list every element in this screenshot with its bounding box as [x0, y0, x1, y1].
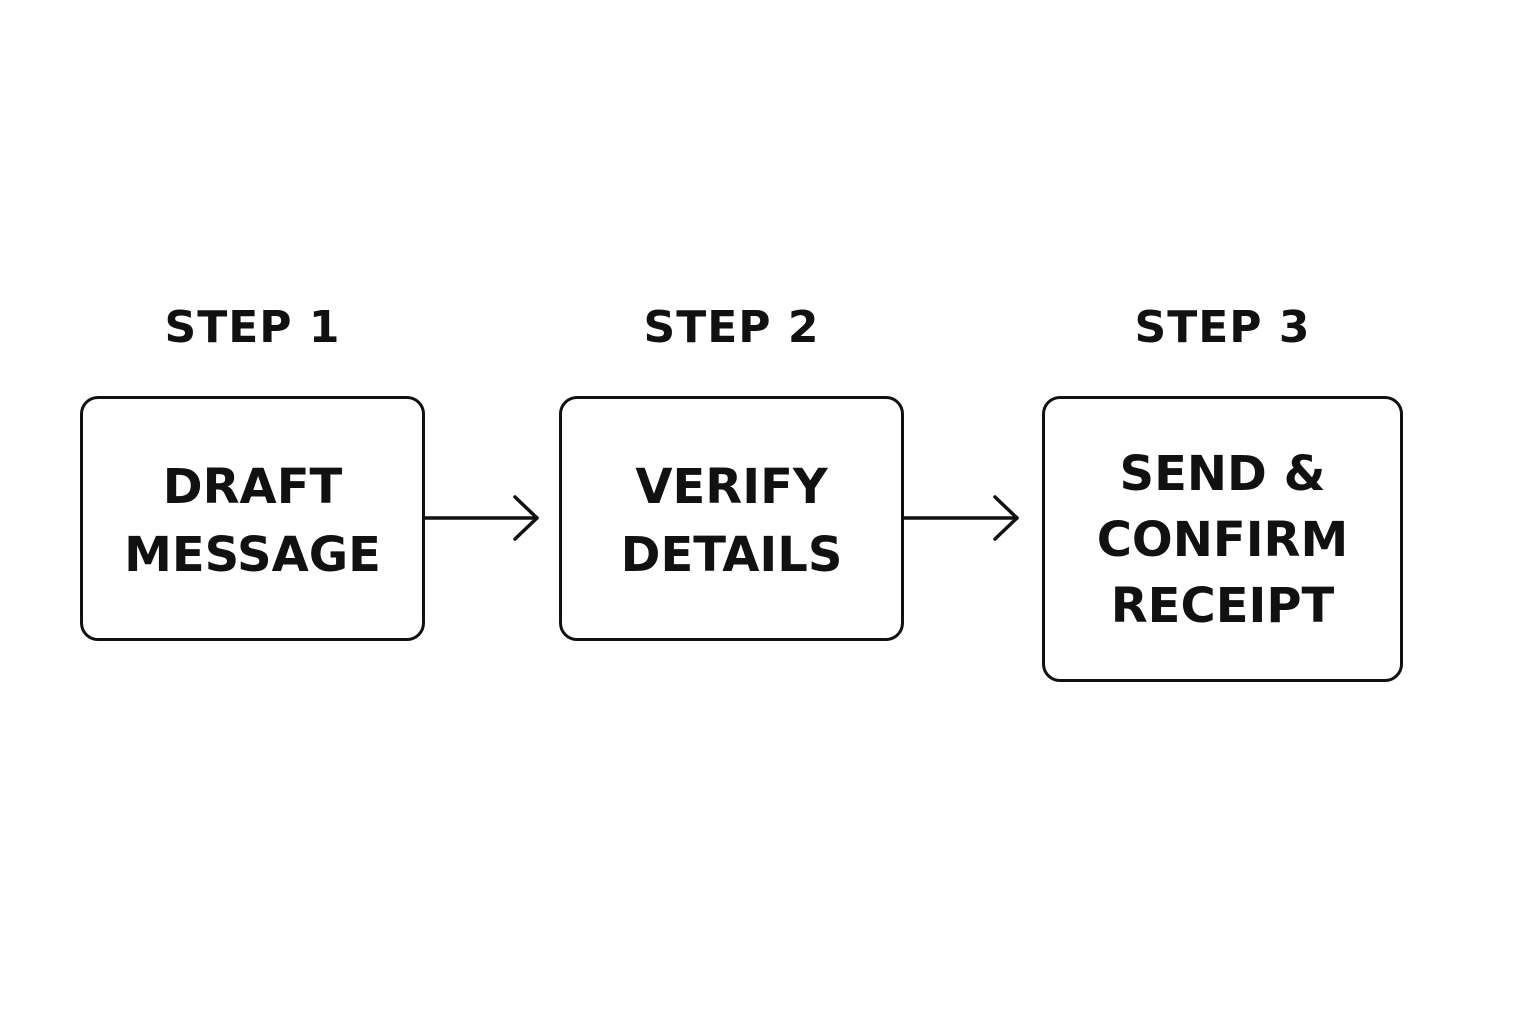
step-2-label: VERIFY DETAILS [621, 449, 843, 589]
step-1-label-line-1: DRAFT [162, 458, 343, 515]
step-1-label-line-2: MESSAGE [124, 526, 381, 583]
step-2-title: STEP 2 [643, 302, 820, 353]
step-1-box: DRAFT MESSAGE [80, 396, 425, 641]
arrow-step-2-to-3 [901, 495, 1019, 541]
step-3-label: SEND & CONFIRM RECEIPT [1097, 439, 1349, 639]
step-2-label-line-1: VERIFY [635, 458, 828, 515]
arrow-step-1-to-2 [422, 495, 539, 541]
step-3-label-line-1: SEND & [1119, 446, 1326, 502]
step-3-box: SEND & CONFIRM RECEIPT [1042, 396, 1403, 682]
step-2-label-line-2: DETAILS [620, 526, 843, 583]
step-1-title: STEP 1 [164, 302, 341, 353]
step-3-label-line-2: CONFIRM [1096, 512, 1349, 568]
step-1-label: DRAFT MESSAGE [124, 449, 381, 589]
step-2-box: VERIFY DETAILS [559, 396, 904, 641]
step-3-label-line-3: RECEIPT [1110, 578, 1335, 634]
step-3-title: STEP 3 [1134, 302, 1311, 353]
